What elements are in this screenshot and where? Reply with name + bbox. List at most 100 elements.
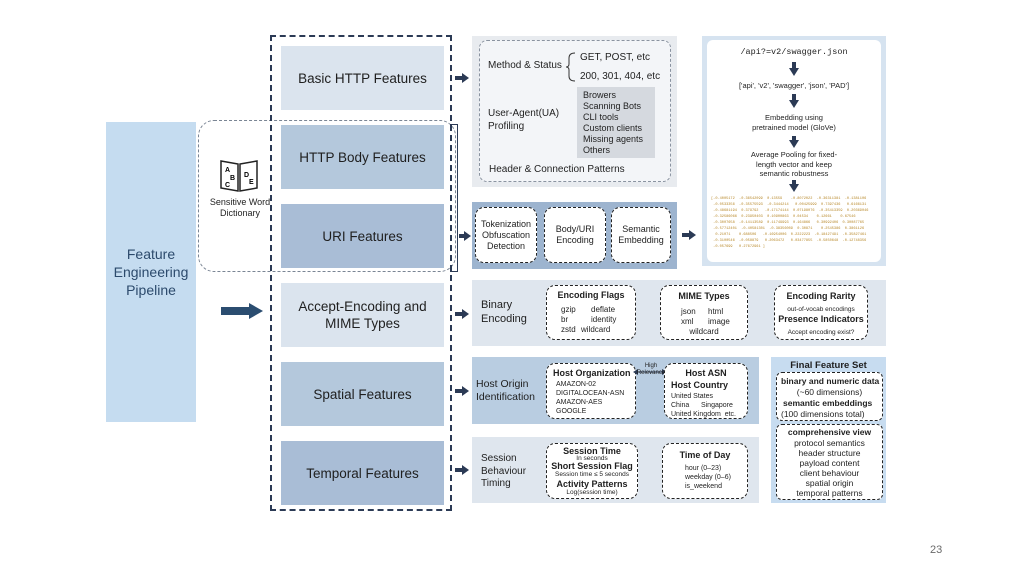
dict-letter: A [225,167,230,174]
vector-row: -0.48681194 0.379792 -0.17174144 0.07198… [711,209,869,213]
time-item: is_weekend [685,483,722,490]
arrow-right-icon [455,465,469,475]
mime-types-title: MIME Types [678,291,730,301]
presence-indicators-title: Presence Indicators [778,314,864,324]
final-box-1: binary and numeric data (~60 dimensions)… [776,372,883,421]
dictionary-group [198,120,456,272]
arrow-down-icon [789,62,799,76]
arrow-right-icon [455,309,469,319]
arrow-right-icon [455,386,469,396]
time-of-day-box: Time of Day hour (0–23) weekday (0–6) is… [662,443,748,499]
host-country-title: Host Country [671,380,728,390]
arrow-down-icon [789,136,799,148]
methods-text: GET, POST, etc [580,52,651,63]
encoding-flags-title: Encoding Flags [557,290,625,300]
body-uri-encoding-box: Body/URI Encoding [544,207,606,263]
binary-encoding-label: Binary Encoding [481,299,527,325]
relevance-label: High Relevance [636,363,666,376]
host-org-item: AMAZON-02 [556,381,597,388]
embedding-text: Embedding using pretrained model (GloVe) [752,113,836,132]
status-codes-text: 200, 301, 404, etc [580,71,661,82]
tokenization-box: Tokenization Obfuscation Detection [475,207,537,263]
feature-basic-http: Basic HTTP Features [281,46,444,110]
vector-row: -0.57712401 -0.40581301 -0.38356009 0.30… [711,227,865,231]
time-item: weekday (0–6) [685,474,731,481]
encoding-flags-box: Encoding Flags gzip deflate br identity … [546,285,636,340]
host-org-item: DIGITALOCEAN-ASN [556,390,625,397]
final-item: spatial origin [805,478,854,488]
body-uri-bracket [450,124,458,272]
session-timing-label: Session Behaviour Timing [481,453,527,489]
country-item: China Singapore [671,402,733,409]
flag-item: deflate [591,305,616,314]
host-asn-title: Host ASN [685,368,727,378]
time-item: hour (0–23) [685,465,722,472]
encoding-rarity-desc: out-of-vocab encodings [787,306,855,313]
final-item: client behaviour [799,468,860,478]
final-box2-title: comprehensive view [787,427,872,437]
short-session-flag-title: Short Session Flag [551,461,633,471]
flag-item: br [561,315,569,324]
feature-http-body: HTTP Body Features [281,125,444,189]
dictionary-book-icon: A B C D E [220,160,258,192]
country-item: United States [671,393,714,400]
mime-item: xml [681,317,694,326]
semantic-embedding-box: Semantic Embedding [611,207,671,263]
main-arrow-icon [221,303,263,319]
arrow-down-icon [789,94,799,108]
dictionary-label: Sensitive Word Dictionary [209,197,271,218]
semantic-embedding-text: Semantic Embedding [618,224,664,245]
mime-types-box: MIME Types json html xml image wildcard [660,285,748,340]
host-org-item: AMAZON-AES [556,399,603,406]
flag-item: wildcard [581,325,611,334]
page-number: 23 [930,544,943,556]
host-organization-box: Host Organization AMAZON-02 DIGITALOCEAN… [546,363,636,419]
mime-item: wildcard [689,327,719,336]
feature-temporal: Temporal Features [281,441,444,505]
final-box-2: comprehensive view protocol semantics he… [776,424,883,500]
vector-output: [-0.4005172 -0.36542099 0.13559 -0.80720… [711,196,879,258]
host-origin-label: Host Origin Identification [476,378,535,403]
feature-spatial: Spatial Features [281,362,444,426]
flag-item: identity [591,315,617,324]
vector-row: [-0.4005172 -0.36542099 0.13559 -0.80720… [711,197,867,201]
swagger-inner [707,40,881,262]
method-status-label: Method & Status [488,60,562,71]
arrow-right-icon [455,73,469,83]
final-item: header structure [798,448,861,458]
arrow-right-icon [459,231,471,241]
activity-patterns-desc: Log(session time) [566,489,618,496]
tokens-text: ['api', 'v2', 'swagger', 'json', 'PAD'] [738,81,850,90]
host-org-item: GOOGLE [556,408,587,415]
arrow-right-icon [682,230,696,240]
final-item: (~60 dimensions) [796,387,863,397]
ua-item: Missing agents [583,134,644,144]
brace-icon [566,52,576,82]
tokenization-text: Tokenization Obfuscation Detection [480,219,532,251]
session-time-desc: In seconds [576,455,608,462]
final-item: binary and numeric data [781,376,880,386]
vector-row: -0.3100546 -0.058879 0.2063472 0.0347785… [711,239,867,243]
dict-letter: C [225,182,230,189]
ua-item: Browers [583,90,617,100]
country-item: United Kingdom etc. [671,411,736,418]
ua-item: Scanning Bots [583,101,642,111]
pipeline-box: Feature Engineering Pipeline [106,122,196,422]
mime-item: image [708,317,730,326]
feature-accept-encoding: Accept-Encoding and MIME Types [281,283,444,347]
vector-row: -0.32586066 0.23950403 0.10900863 0.0453… [711,215,856,219]
session-time-box: Session Time In seconds Short Session Fl… [546,443,638,499]
final-feature-title: Final Feature Set [790,360,867,371]
final-item: protocol semantics [794,438,865,448]
final-item: (100 dimensions total) [781,409,865,419]
vector-row: -0.0533356 -0.35575593 -0.3444214 0.0042… [711,203,867,207]
session-time-title: Session Time [563,446,621,456]
encoding-rarity-box: Encoding Rarity out-of-vocab encodings P… [774,285,868,340]
vector-row: 0.21071 0.688506 -0.16954006 0.2222223 -… [711,233,867,237]
flag-item: zstd [561,325,576,334]
ua-profiling-label: User-Agent(UA) Profiling [488,108,560,132]
pooling-text: Average Pooling for fixed- length vector… [750,150,838,178]
flag-item: gzip [561,305,576,314]
mime-item: json [681,307,696,316]
ua-list-box: Browers Scanning Bots CLI tools Custom c… [577,87,655,158]
